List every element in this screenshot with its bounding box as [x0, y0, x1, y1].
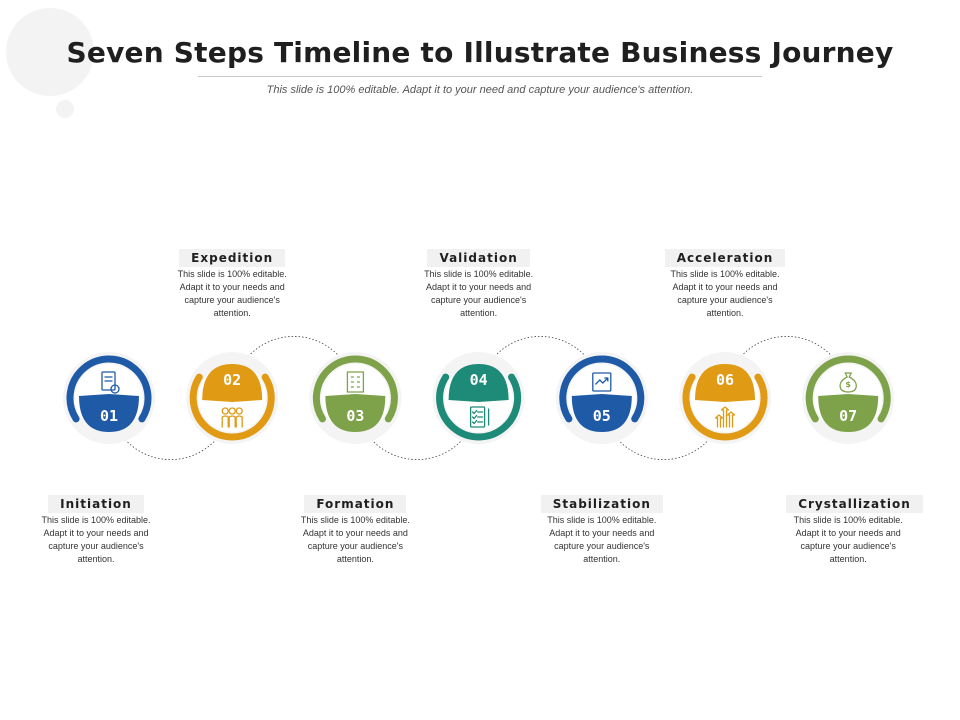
step-title: Formation [304, 495, 407, 513]
node-ring [682, 373, 768, 441]
step-node-04: 04 [432, 352, 525, 444]
node-number-wedge [571, 394, 632, 432]
building-icon [346, 371, 365, 393]
step-description: This slide is 100% editable. Adapt it to… [670, 269, 780, 318]
step-title: Crystallization [786, 495, 923, 513]
decorative-bubble-small [56, 100, 74, 118]
step-title: Expedition [179, 249, 286, 267]
step-number: 02 [223, 371, 241, 389]
step-title: Initiation [48, 495, 144, 513]
step-number: 06 [716, 371, 734, 389]
step-description: This slide is 100% editable. Adapt it to… [177, 269, 287, 318]
money-bag-icon: $ [839, 372, 857, 393]
node-ring [66, 355, 152, 423]
node-ring [805, 355, 891, 423]
node-ring [559, 355, 645, 423]
slide-subtitle: This slide is 100% editable. Adapt it to… [266, 84, 694, 96]
title-divider [198, 76, 762, 77]
step-node-07: 07 $ [802, 352, 895, 444]
step-node-03: 03 [309, 352, 402, 444]
step-description: This slide is 100% editable. Adapt it to… [547, 515, 657, 564]
node-number-wedge [448, 364, 509, 402]
node-number-wedge [818, 394, 879, 432]
node-number-wedge [202, 364, 263, 402]
step-title: Validation [427, 249, 530, 267]
node-ring [189, 373, 275, 441]
node-ring [436, 373, 522, 441]
checklist-icon [469, 406, 490, 428]
certificate-icon [101, 371, 120, 394]
node-number-wedge [79, 394, 139, 432]
step-node-02: 02 [186, 352, 279, 444]
growth-arrows-icon [714, 406, 736, 428]
step-number: 07 [839, 407, 857, 425]
step-title: Acceleration [664, 249, 786, 267]
step-description: This slide is 100% editable. Adapt it to… [793, 515, 903, 564]
step-number: 01 [100, 407, 118, 425]
step-title: Stabilization [540, 495, 663, 513]
step-description: This slide is 100% editable. Adapt it to… [424, 269, 534, 318]
step-number: 03 [346, 407, 364, 425]
svg-text:$: $ [845, 380, 851, 389]
decorative-bubble-large [6, 8, 94, 96]
slide-title: Seven Steps Timeline to Illustrate Busin… [66, 36, 894, 69]
step-number: 05 [593, 407, 611, 425]
step-node-06: 06 [679, 352, 771, 444]
step-node-01: 01 [63, 352, 155, 444]
trend-chart-icon [592, 372, 612, 392]
step-node-05: 05 [555, 352, 648, 444]
team-icon [221, 407, 243, 428]
timeline-nodes: 01 02 03 04 05 06 07 $ [63, 352, 895, 444]
step-description: This slide is 100% editable. Adapt it to… [41, 515, 151, 564]
step-description: This slide is 100% editable. Adapt it to… [300, 515, 410, 564]
step-number: 04 [470, 371, 488, 389]
node-number-wedge [695, 364, 755, 402]
node-ring [312, 355, 398, 423]
node-number-wedge [325, 394, 386, 432]
